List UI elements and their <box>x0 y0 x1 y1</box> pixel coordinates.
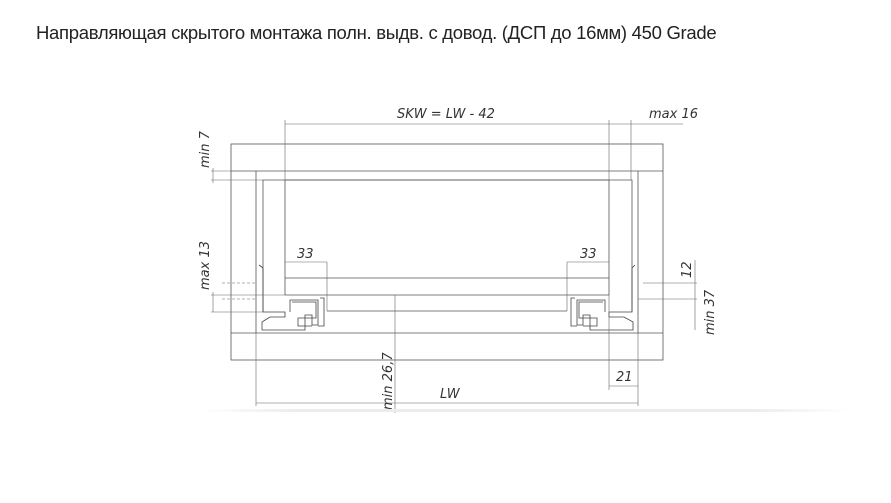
runner-right <box>570 264 636 331</box>
product-title: Направляющая скрытого монтажа полн. выдв… <box>36 22 717 43</box>
dim-skw: SKW = LW - 42 <box>397 107 495 122</box>
dim-33-right: 33 <box>580 247 597 262</box>
image-bottom-edge <box>200 409 850 412</box>
dim-min7: min 7 <box>198 130 213 168</box>
dim-max13: max 13 <box>198 241 213 290</box>
dim-max16: max 16 <box>649 107 698 122</box>
dim-12: 12 <box>680 261 695 278</box>
dim-min26-7: min 26,7 <box>381 352 396 410</box>
runner-left <box>258 264 325 331</box>
dim-lw: LW <box>440 387 461 402</box>
drawer-box <box>284 179 610 295</box>
dim-21: 21 <box>616 370 633 385</box>
drawer-side <box>262 179 633 312</box>
dim-min37: min 37 <box>703 289 718 335</box>
dim-33-left: 33 <box>297 247 314 262</box>
cabinet-outline <box>230 143 664 361</box>
